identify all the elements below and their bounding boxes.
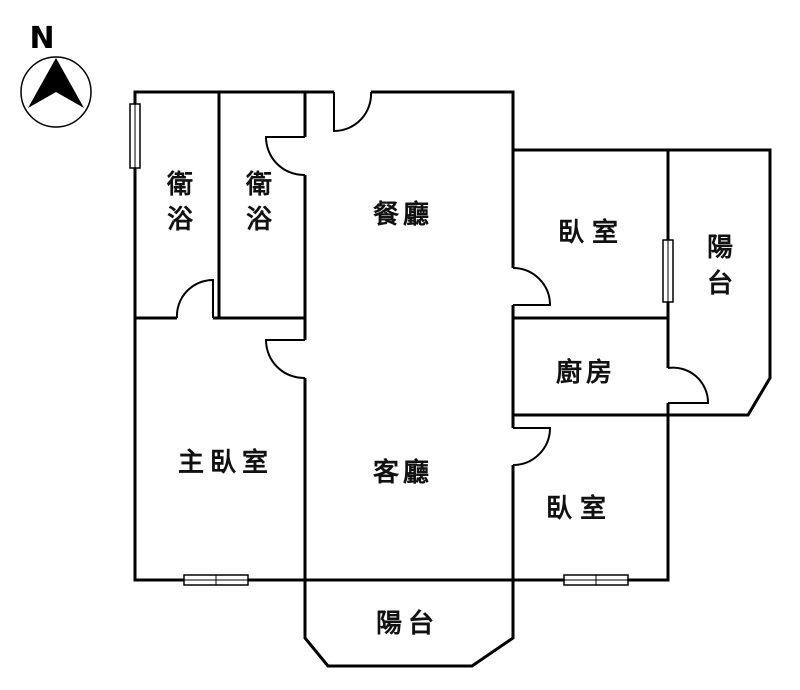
windows: [129, 103, 674, 586]
bath-1-label-line1: 衛: [166, 170, 193, 200]
bedroom-ne-label: 臥室: [558, 217, 626, 248]
room-labels: 衛 浴 衛 浴 餐廳 臥室 陽 台 廚房 主臥室 客廳 臥室 陽台: [166, 170, 733, 639]
north-arrow-icon: [28, 58, 84, 108]
doors: [175, 91, 710, 466]
north-label: N: [29, 21, 54, 56]
master-bedroom-label: 主臥室: [178, 447, 274, 478]
balcony-south-label: 陽台: [376, 608, 440, 639]
compass: N: [20, 21, 92, 128]
bath-2-label-line2: 浴: [246, 205, 273, 235]
balcony-east-label-line1: 陽: [707, 233, 733, 263]
door-gaps: [177, 89, 671, 465]
living-label: 客廳: [373, 457, 433, 488]
kitchen-label: 廚房: [556, 357, 616, 388]
bath-1-label-line2: 浴: [167, 205, 194, 235]
balcony-east-label-line2: 台: [707, 268, 733, 299]
bath-2-label-line1: 衛: [245, 170, 272, 200]
dining-label: 餐廳: [373, 199, 433, 230]
compass-ring: [20, 56, 92, 128]
bedroom-se-label: 臥室: [546, 493, 614, 524]
